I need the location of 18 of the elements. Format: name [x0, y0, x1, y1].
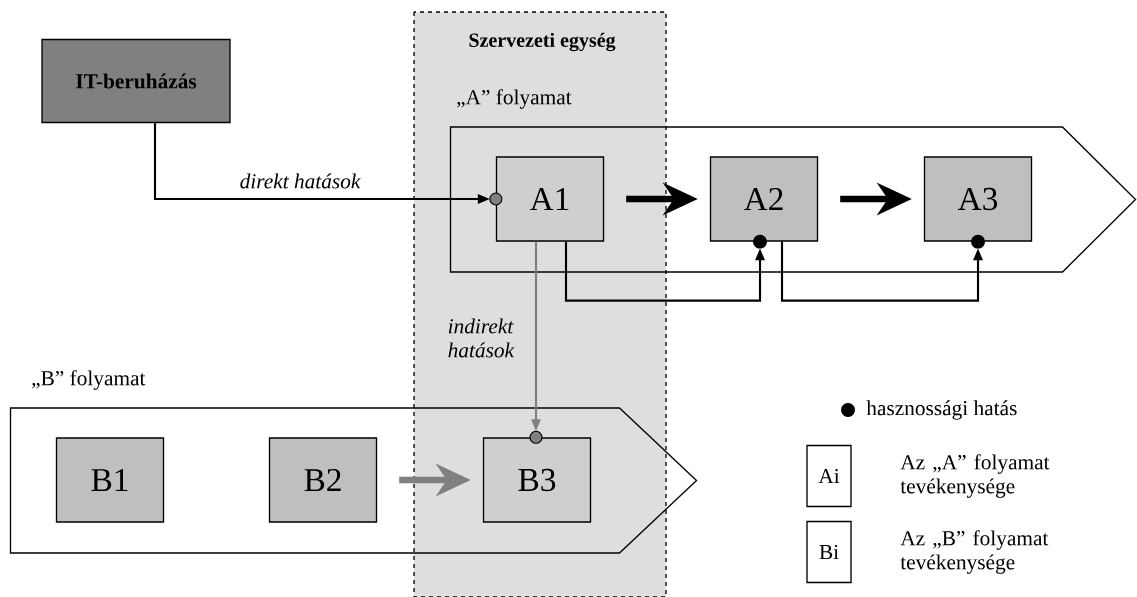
legend-text: hasznossági hatás	[866, 400, 1017, 420]
activity-box: A2	[709, 156, 819, 242]
node-label: „B” folyamat	[32, 370, 146, 390]
edge-label: indirekt hatások	[448, 318, 515, 358]
activity-box: B2	[268, 437, 378, 523]
activity-box: A3	[923, 156, 1033, 242]
activity-box: B3	[482, 437, 592, 523]
edge-label: direkt hatások	[240, 173, 361, 189]
arrow	[780, 241, 983, 302]
arrow	[564, 241, 765, 302]
activity-box: A1	[495, 156, 605, 242]
legend-box: Bi	[806, 520, 852, 584]
node-label: „A” folyamat	[457, 89, 572, 109]
legend-text: Az „A” folyamat tevékenysége	[900, 454, 1050, 498]
investment-box: IT-beruházás	[41, 38, 231, 124]
legend-text: Az „B” folyamat tevékenysége	[900, 530, 1049, 574]
legend-box: Ai	[806, 444, 852, 508]
activity-box: B1	[55, 437, 165, 523]
